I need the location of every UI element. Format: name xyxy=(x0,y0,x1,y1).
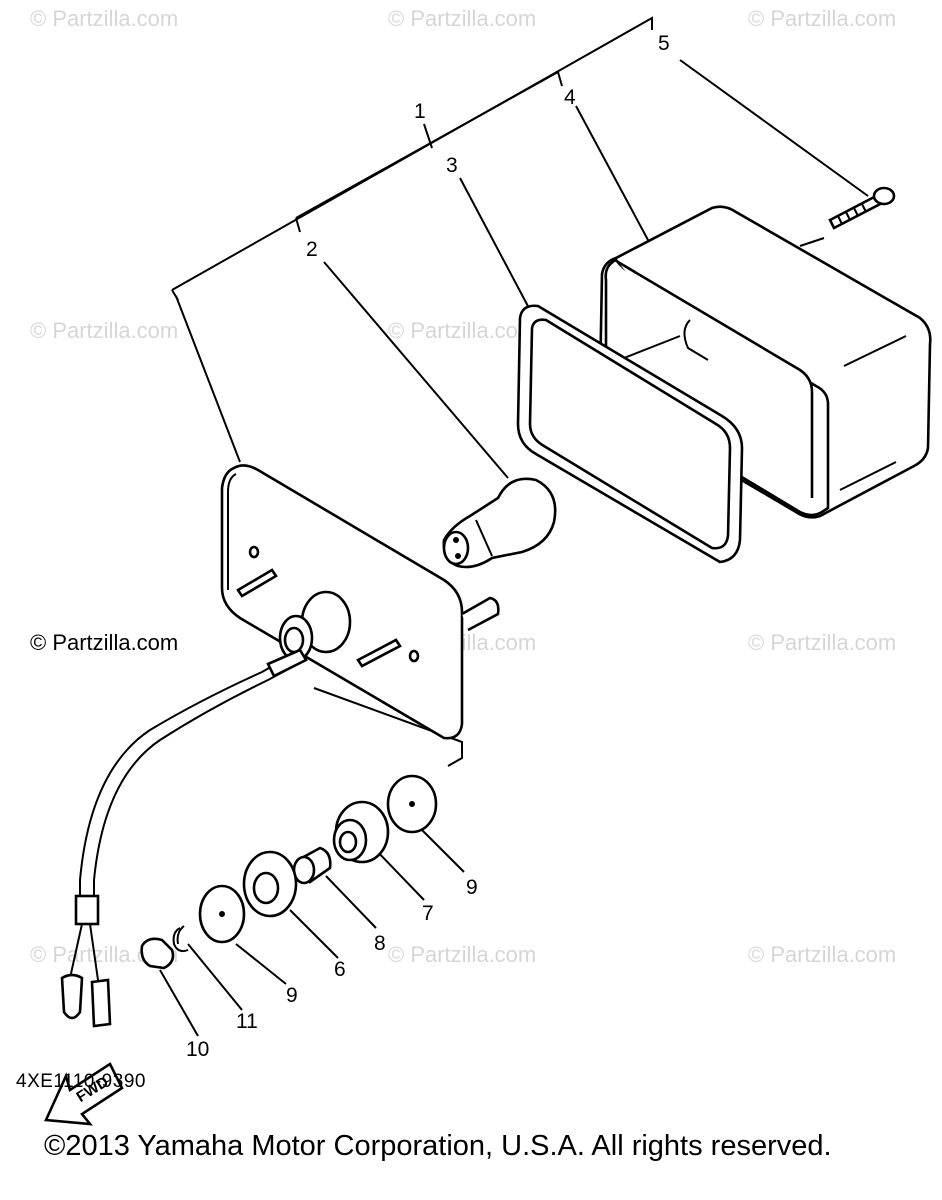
callout-7: 7 xyxy=(422,902,434,925)
gasket-part-3 xyxy=(516,304,744,564)
washer-part-9-upper xyxy=(386,774,438,834)
bulb-part-2 xyxy=(442,477,557,569)
watermark-label-left: © Partzilla.com xyxy=(30,630,179,655)
lock-washer-part-11 xyxy=(172,925,189,953)
screw-part-5 xyxy=(828,186,896,230)
grommet-part-7 xyxy=(332,800,390,864)
callout-6: 6 xyxy=(334,958,346,981)
callout-8: 8 xyxy=(374,932,386,955)
washer-part-9-lower xyxy=(198,884,246,944)
watermark-row3-right: © Partzilla.com xyxy=(748,630,897,655)
diagram-code: 4XE1110-9390 xyxy=(16,1071,146,1092)
callout-1: 1 xyxy=(414,100,426,123)
rubber-washer-part-6 xyxy=(242,850,298,918)
watermark-mid-left: © Partzilla.com xyxy=(30,318,179,343)
collar-part-8 xyxy=(292,846,332,885)
callout-3: 3 xyxy=(446,154,458,177)
watermark-top-center: © Partzilla.com xyxy=(388,6,537,31)
wire-harness xyxy=(60,648,308,1028)
callout-4: 4 xyxy=(564,86,576,109)
watermark-top-right: © Partzilla.com xyxy=(748,6,897,31)
leader-lines xyxy=(159,16,869,1037)
watermark-mid-center: © Partzilla.com xyxy=(388,318,537,343)
watermark-row4-center: © Partzilla.com xyxy=(388,942,537,967)
copyright-notice: ©2013 Yamaha Motor Corporation, U.S.A. A… xyxy=(44,1130,832,1162)
nut-part-10 xyxy=(140,937,175,970)
callout-2: 2 xyxy=(306,238,318,261)
watermark-top-left: © Partzilla.com xyxy=(30,6,179,31)
base-plate-part-1 xyxy=(220,464,500,740)
callout-9-upper: 9 xyxy=(466,876,478,899)
callouts: 1 2 3 4 5 6 7 8 9 9 10 11 xyxy=(186,32,670,1061)
watermark-row4-right: © Partzilla.com xyxy=(748,942,897,967)
callout-11: 11 xyxy=(236,1010,258,1033)
callout-9-lower: 9 xyxy=(286,984,298,1007)
callout-5: 5 xyxy=(658,32,670,55)
callout-10: 10 xyxy=(186,1038,209,1061)
